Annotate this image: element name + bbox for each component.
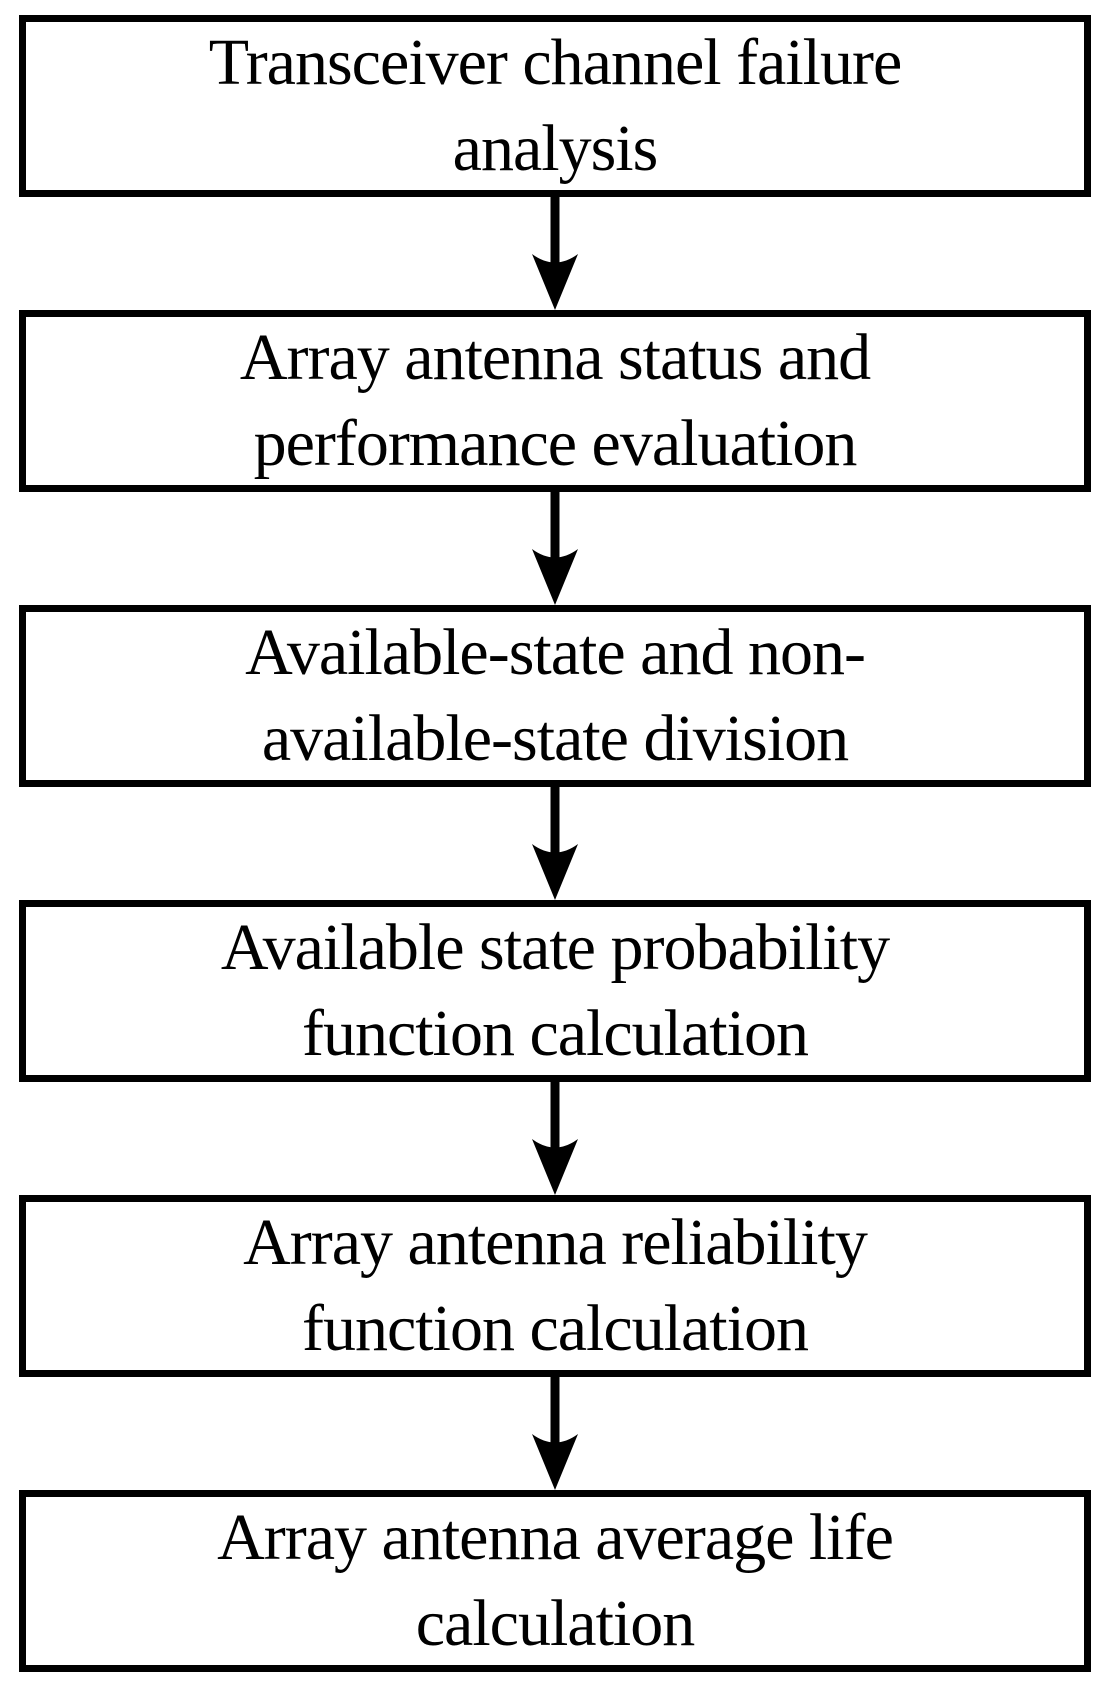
flow-step-4-label-line-2: function calculation <box>302 997 809 1070</box>
flow-step-5-label-line-1: Array antenna reliability <box>243 1206 868 1279</box>
flow-step-5: Array antenna reliability function calcu… <box>19 1195 1091 1377</box>
flow-step-2: Array antenna status and performance eva… <box>19 310 1091 492</box>
flow-step-4-label-line-1: Available state probability <box>220 911 890 984</box>
flowchart-column: Transceiver channel failure analysis Arr… <box>19 15 1091 1672</box>
arrow-down-icon <box>19 1377 1091 1490</box>
flow-step-4: Available state probability function cal… <box>19 900 1091 1082</box>
flow-step-2-label-line-1: Array antenna status and <box>239 321 871 394</box>
arrow-down-icon <box>19 492 1091 605</box>
flow-step-1: Transceiver channel failure analysis <box>19 15 1091 197</box>
flow-step-5-label-line-2: function calculation <box>302 1292 809 1365</box>
flow-step-3: Available-state and non- available-state… <box>19 605 1091 787</box>
flow-step-3-label-line-2: available-state division <box>261 702 849 775</box>
flow-step-6: Array antenna average life calculation <box>19 1490 1091 1672</box>
arrow-down-icon <box>19 787 1091 900</box>
flow-step-6-label-line-2: calculation <box>415 1587 696 1660</box>
flow-step-3-label-line-1: Available-state and non- <box>245 616 866 689</box>
flow-step-1-label-line-1: Transceiver channel failure <box>208 26 903 99</box>
arrow-down-icon <box>19 197 1091 310</box>
flow-step-6-label-line-1: Array antenna average life <box>217 1501 894 1574</box>
arrow-down-icon <box>19 1082 1091 1195</box>
flow-step-2-label-line-2: performance evaluation <box>253 407 858 480</box>
flow-step-1-label-line-2: analysis <box>452 112 659 185</box>
